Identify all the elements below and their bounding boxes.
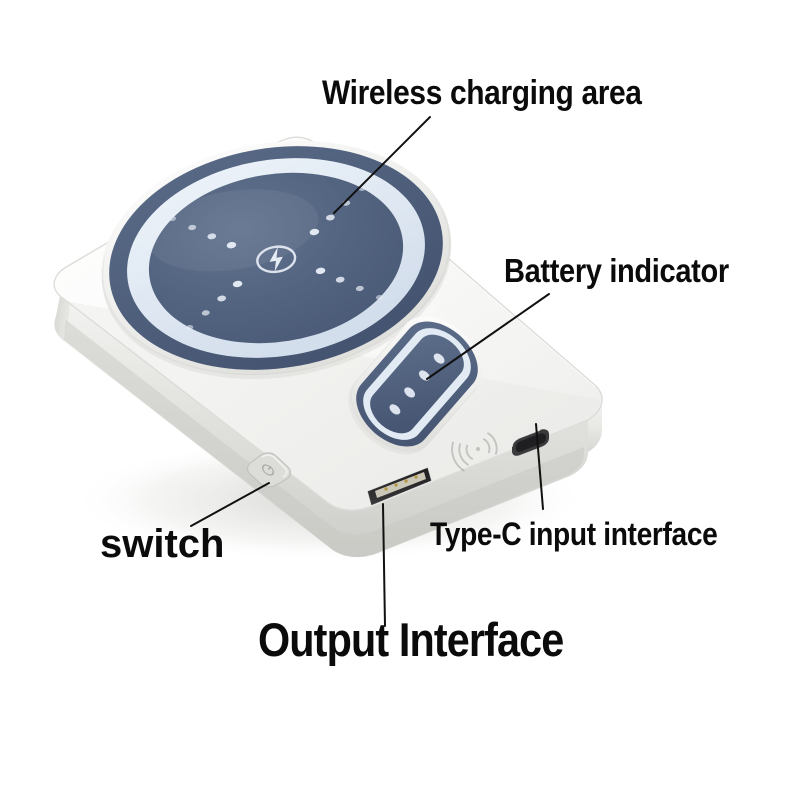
device-side-wall-front: [54, 296, 588, 558]
label-output-interface: Output Interface: [258, 613, 564, 666]
dot-ray-lower-left: [186, 280, 243, 330]
battery-dot: [404, 387, 416, 398]
wireless-charging-pad[interactable]: [84, 117, 468, 404]
dot-ray-lower-right: [315, 267, 383, 300]
power-switch-button[interactable]: [247, 452, 291, 488]
type-c-port[interactable]: [511, 429, 549, 456]
usb-port-tongue: [375, 472, 426, 498]
leader-line-battery: [426, 293, 550, 380]
pad-dot-rays: [169, 186, 383, 330]
leader-line-switch: [190, 482, 270, 527]
label-switch: switch: [100, 522, 225, 566]
leader-line-wireless: [333, 116, 431, 214]
power-icon: [261, 464, 275, 476]
battery-dot: [433, 353, 445, 364]
leader-lines: [190, 116, 550, 627]
dot-ray-upper-left: [169, 216, 237, 249]
usb-a-output-port[interactable]: [366, 466, 433, 507]
type-c-cavity-inner: [516, 433, 546, 452]
switch-cap-highlight: [261, 454, 288, 478]
label-type-c-input-interface: Type-C input interface: [430, 516, 718, 552]
usb-contacts: [384, 475, 418, 491]
leader-line-typec: [535, 423, 544, 510]
type-c-rim-highlight: [511, 429, 541, 448]
label-wireless-charging-area: Wireless charging area: [322, 74, 642, 112]
device-side-wall-right: [588, 386, 603, 452]
leader-line-output: [382, 503, 386, 627]
wireless-signal-icon: [451, 432, 498, 472]
label-battery-indicator: Battery indicator: [504, 252, 729, 289]
lightning-bolt-icon: [256, 245, 297, 274]
battery-dot: [389, 404, 401, 415]
battery-level-dots: [389, 353, 445, 415]
usb-port-rim: [366, 466, 433, 507]
power-bank-body: [53, 117, 603, 558]
battery-indicator-pill[interactable]: [333, 301, 498, 471]
